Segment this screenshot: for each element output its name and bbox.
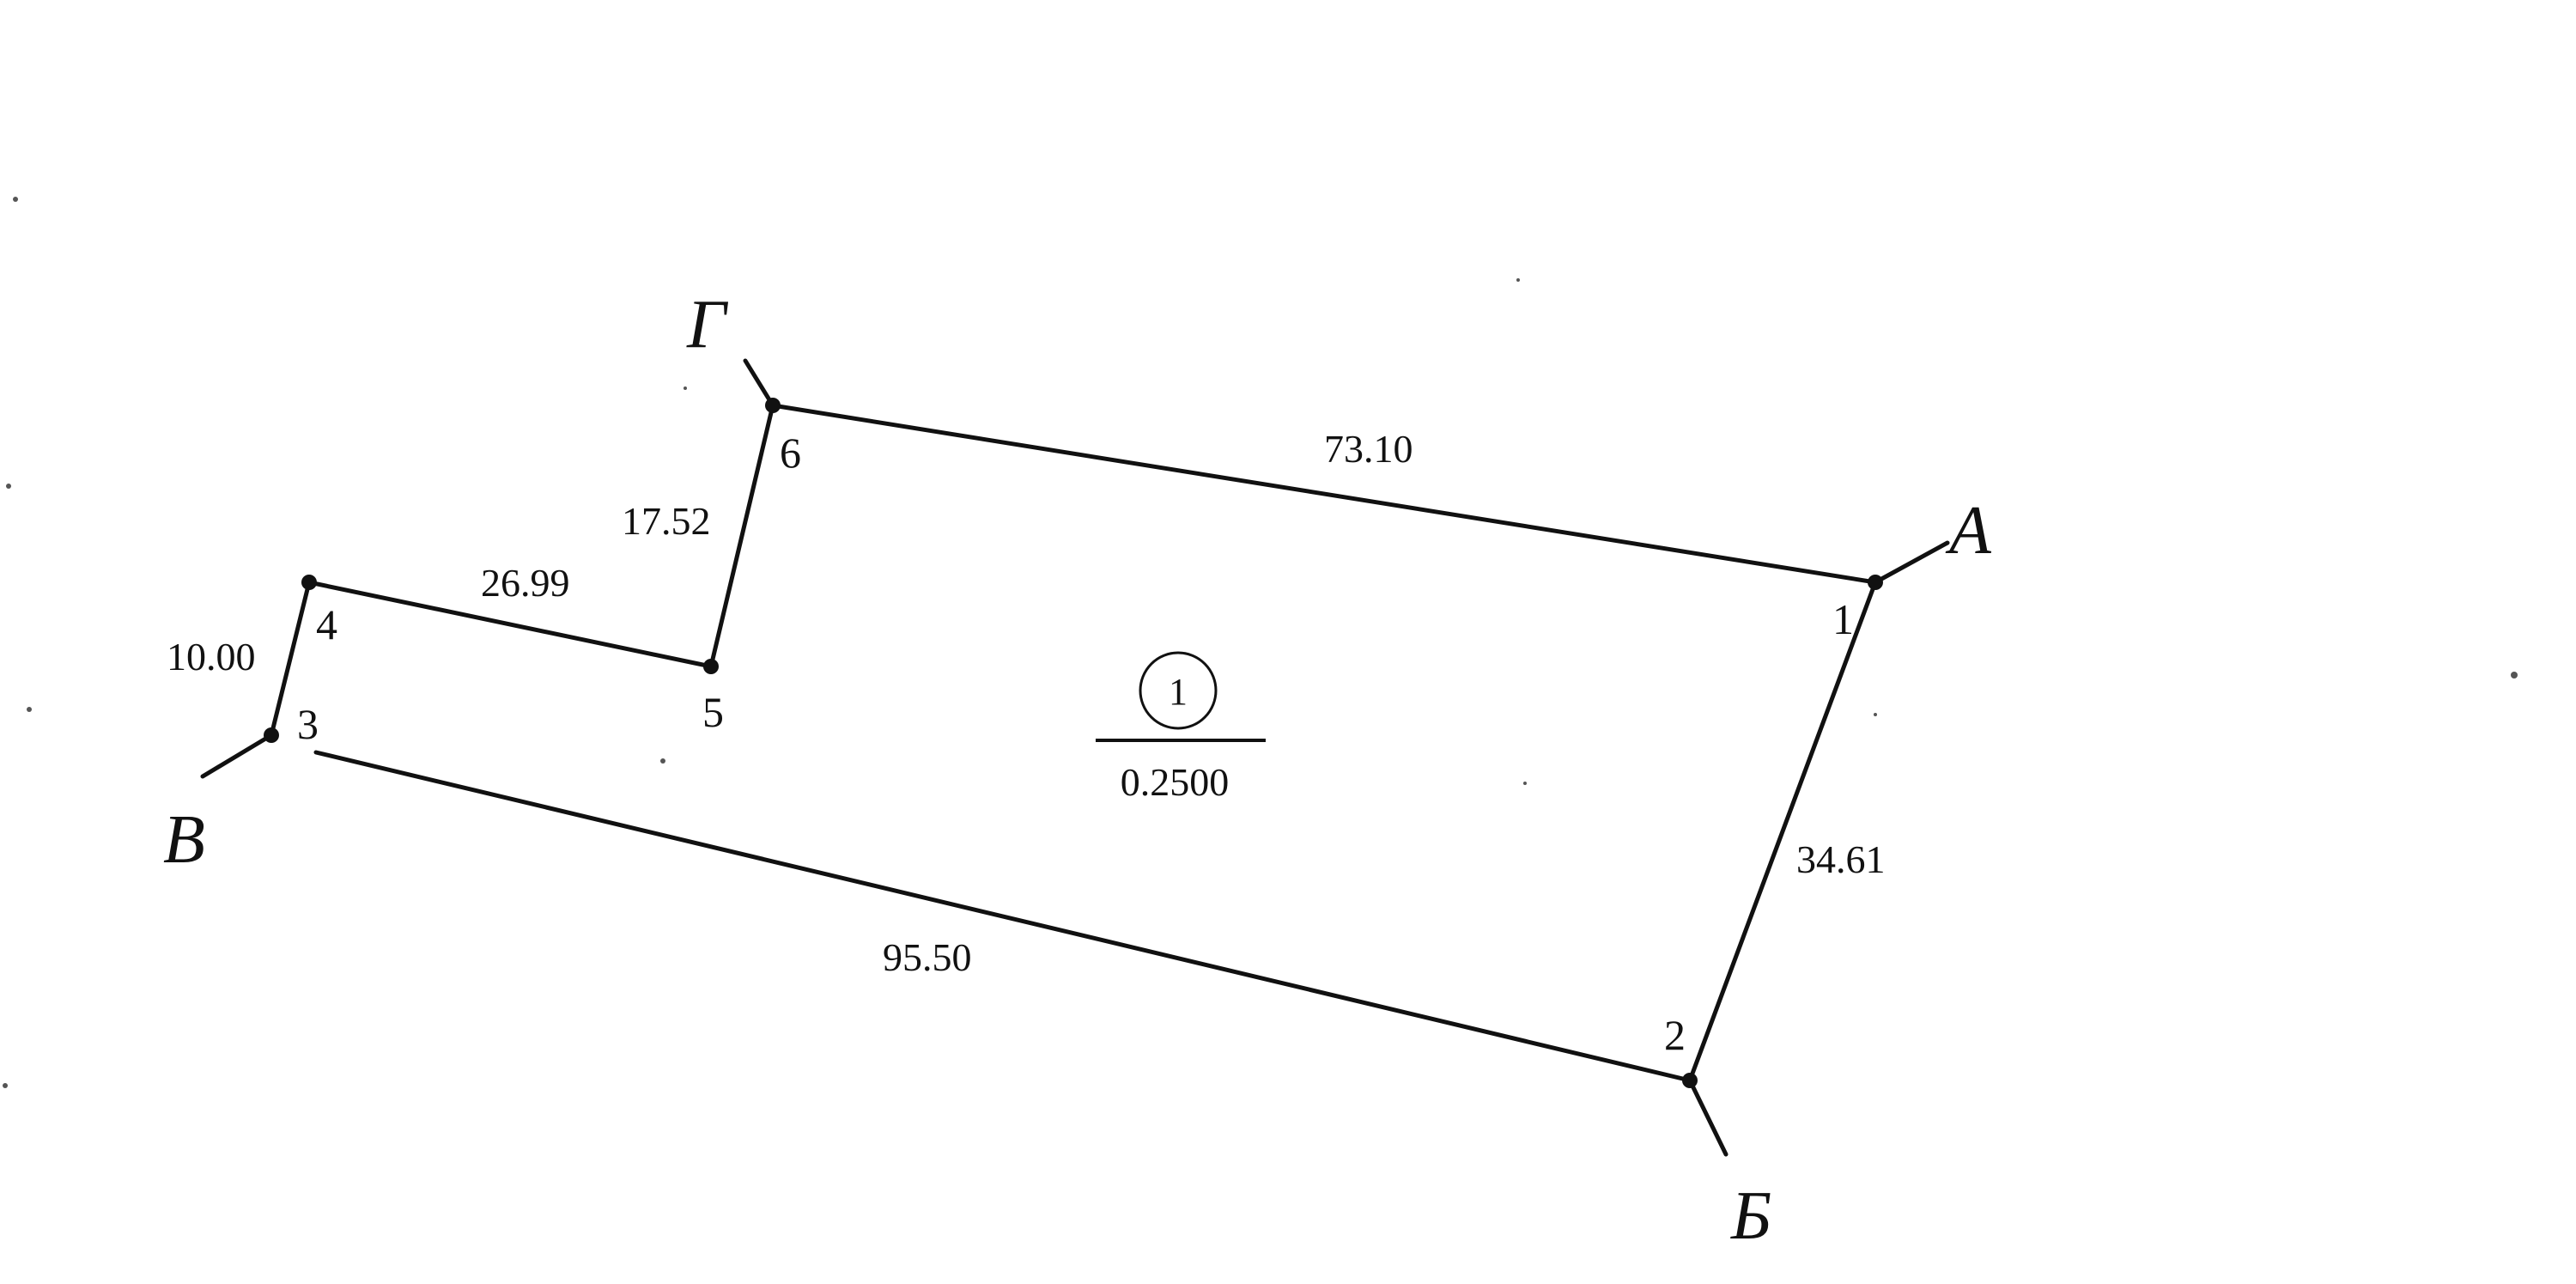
vertex-dot-2 — [1682, 1073, 1698, 1088]
edge-2-3 — [313, 750, 1692, 1083]
vertex-number-4: 4 — [316, 600, 337, 648]
edge-length-6-1: 73.10 — [1324, 427, 1413, 471]
vertex-number-2: 2 — [1664, 1011, 1686, 1059]
edge-length-5-6: 17.52 — [622, 499, 711, 543]
edge-length-4-5: 26.99 — [481, 561, 570, 605]
vertex-dot-6 — [765, 398, 781, 413]
boundary-letter-g: Г — [686, 287, 729, 362]
edge-3-4 — [269, 580, 312, 738]
vertex-dots — [264, 398, 1883, 1088]
edge-lengths: 34.61 95.50 10.00 26.99 17.52 73.10 — [167, 427, 1886, 979]
vertex-numbers: 1 2 3 4 5 6 — [297, 429, 1854, 1059]
edge-length-1-2: 34.61 — [1796, 837, 1886, 881]
parcel-area: 0.2500 — [1121, 760, 1230, 804]
scan-noise — [3, 197, 2518, 1088]
parcel-boundary — [269, 403, 1878, 1083]
tick-v — [200, 733, 274, 779]
edge-length-2-3: 95.50 — [883, 935, 972, 979]
edge-length-3-4: 10.00 — [167, 635, 256, 679]
edge-6-1 — [770, 403, 1878, 585]
boundary-ticks — [200, 358, 1950, 1157]
vertex-dot-3 — [264, 727, 279, 743]
edge-5-6 — [708, 403, 775, 669]
tick-g — [743, 358, 775, 408]
parcel-number-circle — [1139, 651, 1218, 730]
tick-b — [1687, 1078, 1728, 1157]
parcel-number: 1 — [1169, 671, 1188, 713]
parcel-label: 1 0.2500 — [1096, 651, 1266, 804]
vertex-number-6: 6 — [780, 429, 801, 477]
vertex-dot-1 — [1868, 575, 1883, 590]
tick-a — [1873, 540, 1950, 585]
vertex-number-1: 1 — [1832, 595, 1854, 643]
vertex-dot-5 — [703, 659, 719, 674]
vertex-number-5: 5 — [702, 688, 724, 736]
vertex-dot-4 — [301, 575, 317, 590]
edge-4-5 — [307, 580, 714, 669]
boundary-letter-a: А — [1945, 493, 1992, 569]
boundary-letters: А Б В Г — [163, 287, 1992, 1254]
edge-1-2 — [1687, 580, 1878, 1083]
vertex-number-3: 3 — [297, 700, 319, 748]
boundary-letter-b: Б — [1730, 1178, 1771, 1254]
boundary-letter-v: В — [163, 802, 205, 878]
